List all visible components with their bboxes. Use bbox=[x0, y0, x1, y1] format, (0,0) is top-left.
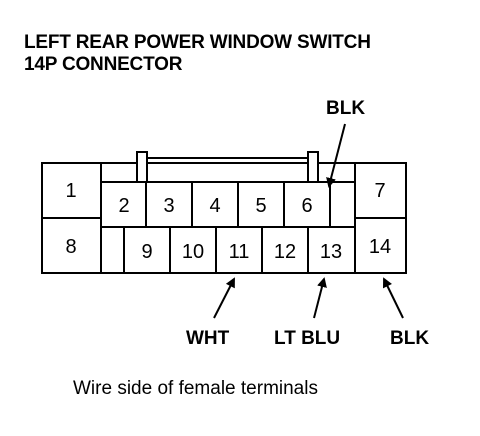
pin-14: 14 bbox=[369, 236, 391, 258]
lock-tab-left bbox=[136, 151, 148, 183]
arrow-top-blk bbox=[326, 123, 346, 188]
arrow-bottom-blk bbox=[383, 277, 404, 319]
pin-9: 9 bbox=[141, 241, 152, 263]
pin-8: 8 bbox=[65, 236, 76, 258]
diagram-title-line1: LEFT REAR POWER WINDOW SWITCH bbox=[24, 32, 371, 53]
pin-10: 10 bbox=[182, 241, 204, 263]
lock-tab-right bbox=[307, 151, 319, 183]
pin-1: 1 bbox=[65, 180, 76, 202]
arrow-lt-blu bbox=[313, 277, 327, 319]
wire-label-blk-top: BLK bbox=[326, 98, 366, 119]
pin-6: 6 bbox=[301, 195, 312, 217]
wire-label-lt-blu: LT BLU bbox=[274, 328, 341, 349]
pin-11: 11 bbox=[229, 241, 250, 263]
arrow-wht bbox=[213, 277, 235, 319]
diagram-title-line2: 14P CONNECTOR bbox=[24, 54, 183, 75]
wire-label-wht: WHT bbox=[186, 328, 230, 349]
caption: Wire side of female terminals bbox=[73, 378, 318, 399]
wire-label-blk-bottom: BLK bbox=[390, 328, 430, 349]
pin-13: 13 bbox=[320, 241, 342, 263]
pin-5: 5 bbox=[255, 195, 266, 217]
pin-3: 3 bbox=[163, 195, 174, 217]
pin-4: 4 bbox=[209, 195, 220, 217]
pin-7: 7 bbox=[374, 180, 385, 202]
pin-2: 2 bbox=[118, 195, 129, 217]
pin-12: 12 bbox=[274, 241, 296, 263]
